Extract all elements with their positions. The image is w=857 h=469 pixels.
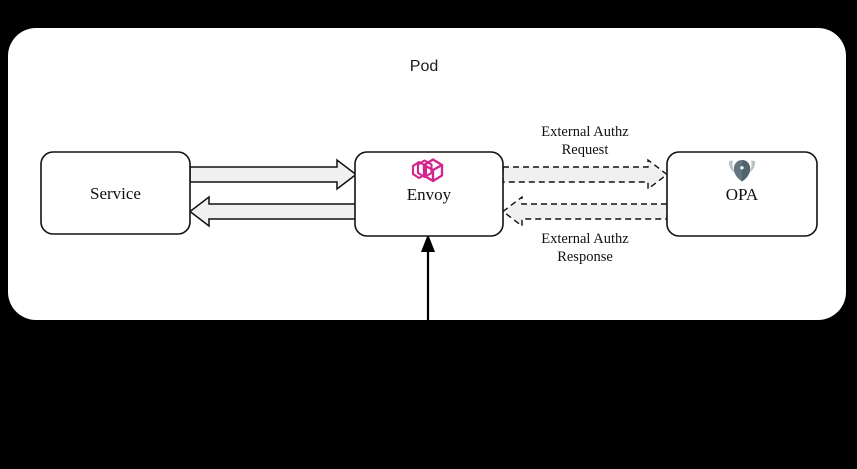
edge-envoy-to-opa — [502, 158, 669, 191]
authz-request-line1: External Authz — [541, 124, 629, 140]
envoy-logo-icon — [411, 158, 444, 183]
edge-opa-to-envoy — [501, 195, 668, 228]
node-envoy[interactable]: Envoy — [354, 151, 504, 237]
edge-service-to-envoy — [189, 158, 358, 191]
service-label: Service — [90, 184, 141, 203]
service-box[interactable] — [40, 151, 191, 235]
opa-label: OPA — [726, 185, 759, 204]
label-external-authz-request: External Authz Request — [541, 124, 629, 158]
node-opa[interactable]: OPA — [666, 151, 818, 237]
authz-response-line2: Response — [557, 249, 613, 265]
edge-envoy-to-service — [188, 195, 357, 228]
ingress-arrow — [421, 234, 435, 330]
envoy-label: Envoy — [407, 185, 452, 204]
opa-box[interactable] — [666, 151, 818, 237]
authz-response-line1: External Authz — [541, 231, 629, 247]
ingress-arrowhead — [421, 234, 435, 252]
node-service[interactable]: Service — [40, 151, 191, 235]
envoy-box[interactable] — [354, 151, 504, 237]
opa-logo-icon — [728, 160, 756, 182]
pod-title: Pod — [410, 58, 438, 75]
authz-request-line2: Request — [562, 142, 609, 158]
label-external-authz-response: External Authz Response — [541, 231, 629, 265]
